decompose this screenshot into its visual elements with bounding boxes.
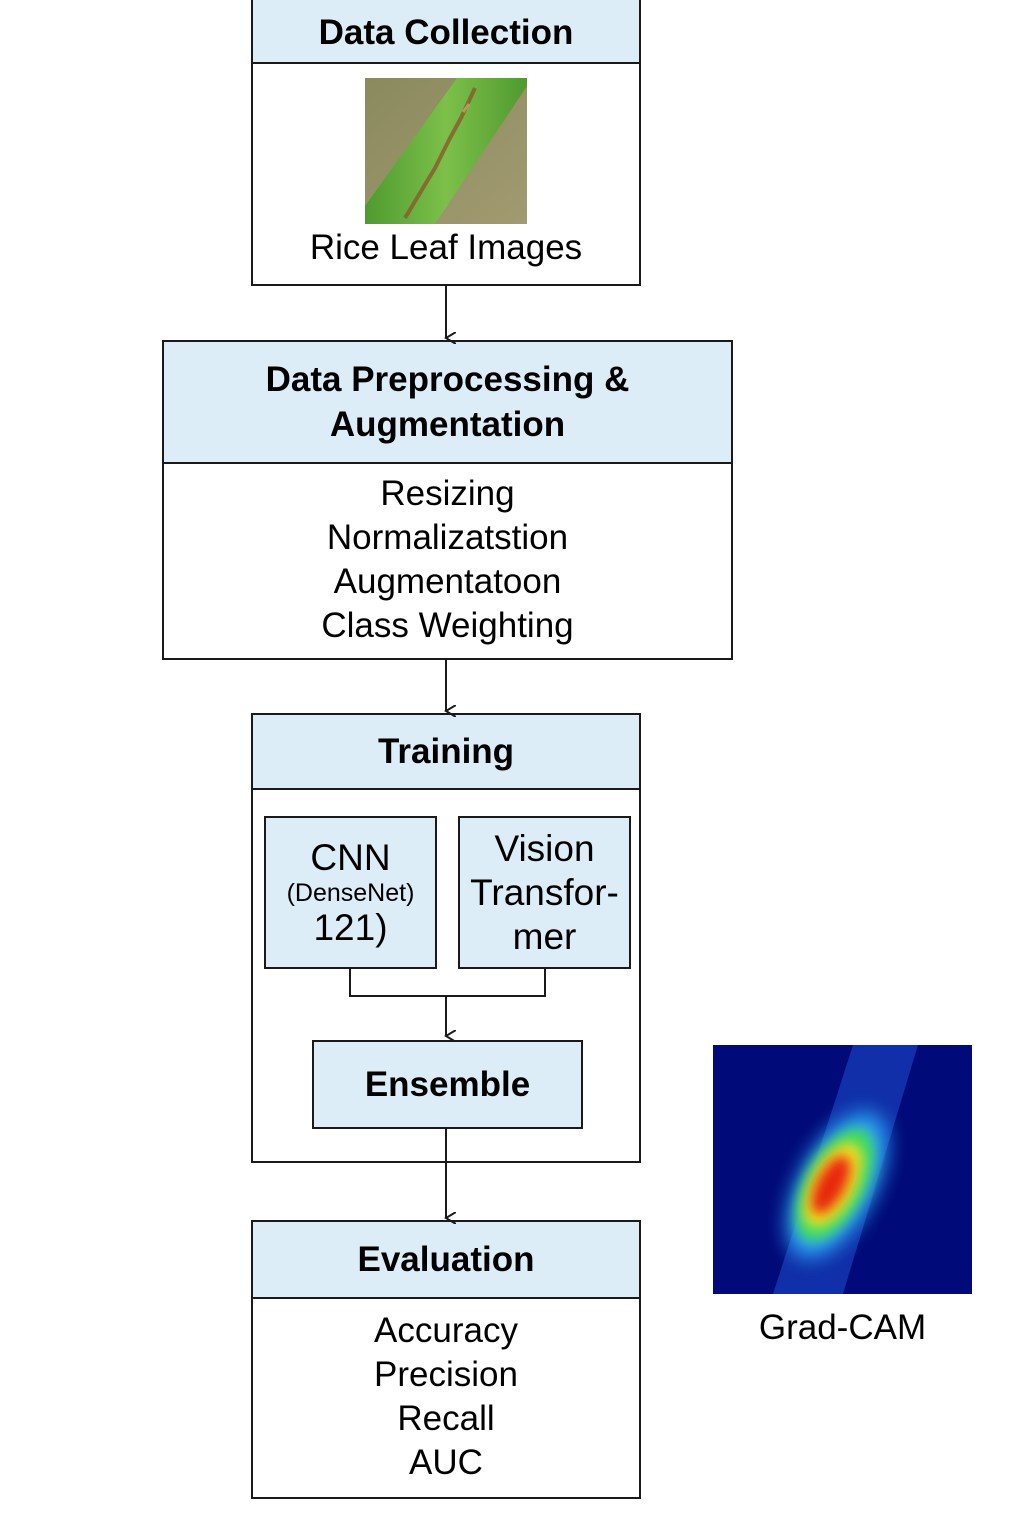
evaluation-metrics: Accuracy Precision Recall AUC (253, 1309, 639, 1485)
cnn-densenet-box: CNN (DenseNet) 121) (264, 816, 437, 969)
vit-line3: mer (512, 915, 577, 957)
cnn-line2: (DenseNet) (286, 878, 415, 907)
training-title: Training (253, 715, 639, 790)
evaluation-title: Evaluation (253, 1222, 639, 1299)
ensemble-box: Ensemble (312, 1040, 583, 1129)
metric-recall: Recall (397, 1399, 495, 1438)
data-collection-title: Data Collection (253, 0, 639, 64)
vit-line2: Transfor- (470, 871, 619, 913)
metric-precision: Precision (374, 1355, 518, 1394)
rice-leaf-image (365, 78, 527, 224)
preprocessing-title: Data Preprocessing & Augmentation (164, 342, 731, 464)
ensemble-label: Ensemble (364, 1064, 531, 1104)
preprocessing-steps: Resizing Normalizatstion Augmentatoon Cl… (164, 472, 731, 648)
metric-auc: AUC (409, 1443, 483, 1482)
gradcam-heatmap (713, 1045, 972, 1294)
data-collection-box: Data Collection Rice Leaf Images (251, 0, 641, 286)
training-box: Training CNN (DenseNet) 121) Vision Tran… (251, 713, 641, 1163)
metric-accuracy: Accuracy (374, 1311, 518, 1350)
cnn-line3: 121) (313, 906, 388, 948)
vision-transformer-box: Vision Transfor- mer (458, 816, 631, 969)
evaluation-box: Evaluation Accuracy Precision Recall AUC (251, 1220, 641, 1499)
step-resizing: Resizing (380, 474, 515, 513)
merge-connector (349, 969, 546, 997)
preprocessing-box: Data Preprocessing & Augmentation Resizi… (162, 340, 733, 660)
preprocessing-title-line1: Data Preprocessing & (265, 360, 630, 399)
step-class-weighting: Class Weighting (321, 606, 574, 645)
rice-leaf-caption: Rice Leaf Images (309, 228, 583, 267)
step-normalization: Normalizatstion (326, 518, 569, 557)
cnn-line1: CNN (310, 836, 391, 878)
gradcam-caption: Grad-CAM (758, 1308, 927, 1347)
step-augmentation: Augmentatoon (333, 562, 562, 601)
preprocessing-title-line2: Augmentation (329, 405, 566, 444)
vit-line1: Vision (494, 827, 595, 869)
